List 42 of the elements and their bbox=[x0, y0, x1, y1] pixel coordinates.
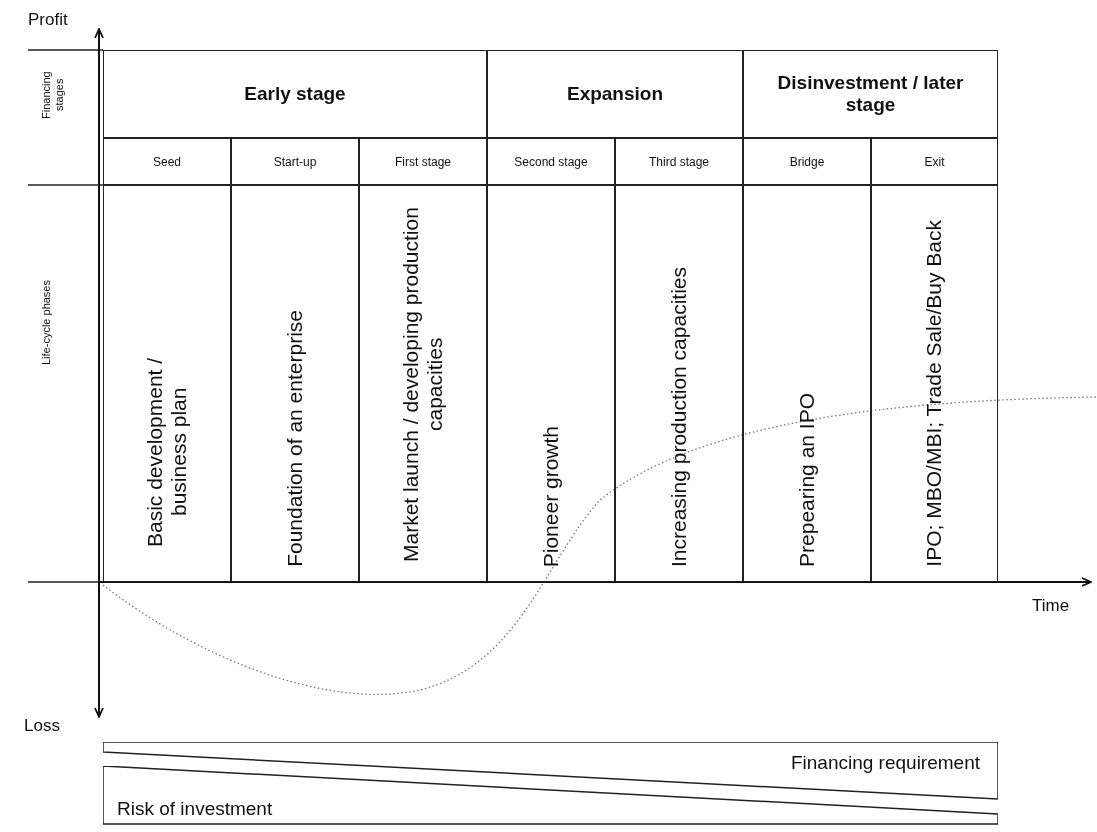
phase-cell bbox=[743, 185, 871, 582]
phase-text: Foundation of an enterprise bbox=[282, 310, 307, 567]
stage-header-cell bbox=[103, 50, 487, 138]
stage-label: Bridge bbox=[789, 154, 825, 169]
phase-cell bbox=[487, 185, 615, 582]
phase-text: Basic development / business plan bbox=[142, 356, 191, 549]
stage-cell bbox=[231, 138, 359, 185]
phase-cell bbox=[871, 185, 998, 582]
phase-text: Increasing production capacities bbox=[666, 267, 691, 567]
phase-text: Prepearing an IPO bbox=[794, 393, 819, 567]
phase-cell bbox=[231, 185, 359, 582]
stage-label: Third stage bbox=[649, 154, 709, 169]
wedge-bar bbox=[103, 742, 998, 800]
stage-cell bbox=[103, 138, 231, 185]
bar-label: Financing requirement bbox=[790, 752, 980, 774]
axis-label: Time bbox=[1032, 596, 1070, 616]
stage-header-cell bbox=[487, 50, 743, 138]
stage-label: Expansion bbox=[566, 83, 664, 105]
stage-label: Disinvestment / later stage bbox=[776, 72, 965, 116]
stage-cell bbox=[359, 138, 487, 185]
stage-label: First stage bbox=[395, 154, 451, 169]
stage-label: Second stage bbox=[514, 154, 588, 169]
stage-cell bbox=[487, 138, 615, 185]
stage-label: Start-up bbox=[273, 154, 317, 169]
phase-text: Pioneer growth bbox=[538, 425, 563, 567]
phase-text: IPO; MBO/MBI; Trade Sale/Buy Back bbox=[922, 220, 947, 567]
phase-cell bbox=[615, 185, 743, 582]
stage-cell bbox=[743, 138, 871, 185]
stage-label: Seed bbox=[153, 154, 181, 169]
stage-label: Early stage bbox=[244, 83, 346, 105]
stage-label: Exit bbox=[924, 154, 945, 169]
bar-label: Risk of investment bbox=[117, 798, 273, 820]
stage-cell bbox=[615, 138, 743, 185]
phase-cell bbox=[359, 185, 487, 582]
phase-text: Market launch / developing production capacities bbox=[398, 206, 447, 564]
stage-header-cell bbox=[743, 50, 998, 138]
row-label: Financing stages bbox=[40, 70, 67, 121]
row-label: Life-cycle phases bbox=[40, 280, 53, 365]
phase-cell bbox=[103, 185, 231, 582]
stage-cell bbox=[871, 138, 998, 185]
axis-label: Loss bbox=[24, 716, 60, 736]
axis-label: Profit bbox=[28, 10, 68, 30]
